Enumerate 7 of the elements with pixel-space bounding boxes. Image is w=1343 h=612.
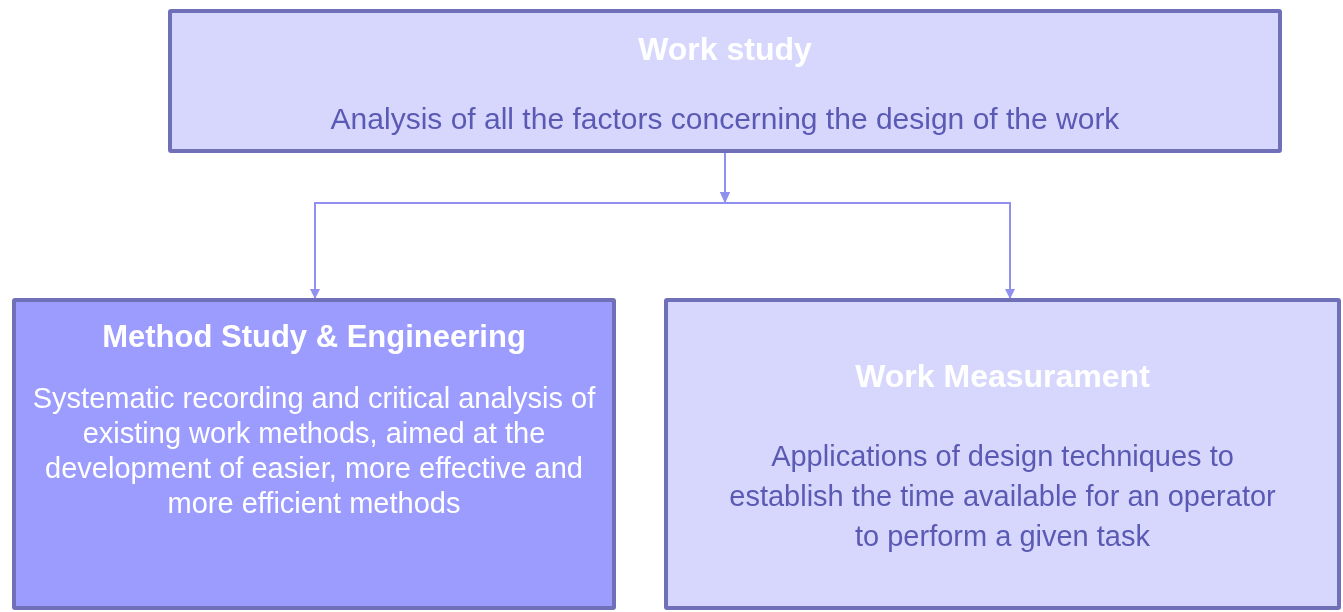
box-description: Systematic recording and critical analysis of existing work methods, aimed at the development of easier, more effective and more efficient methods	[31, 380, 597, 521]
process-box	[168, 9, 1282, 153]
box-description: Analysis of all the factors concerning the design of the work	[330, 101, 1120, 137]
process-box	[12, 298, 616, 610]
process-box	[664, 298, 1341, 610]
box-heading: Method Study & Engineering	[102, 318, 526, 356]
box-description: Applications of design techniques to establish the time available for an operator to perform a given task	[728, 439, 1277, 554]
